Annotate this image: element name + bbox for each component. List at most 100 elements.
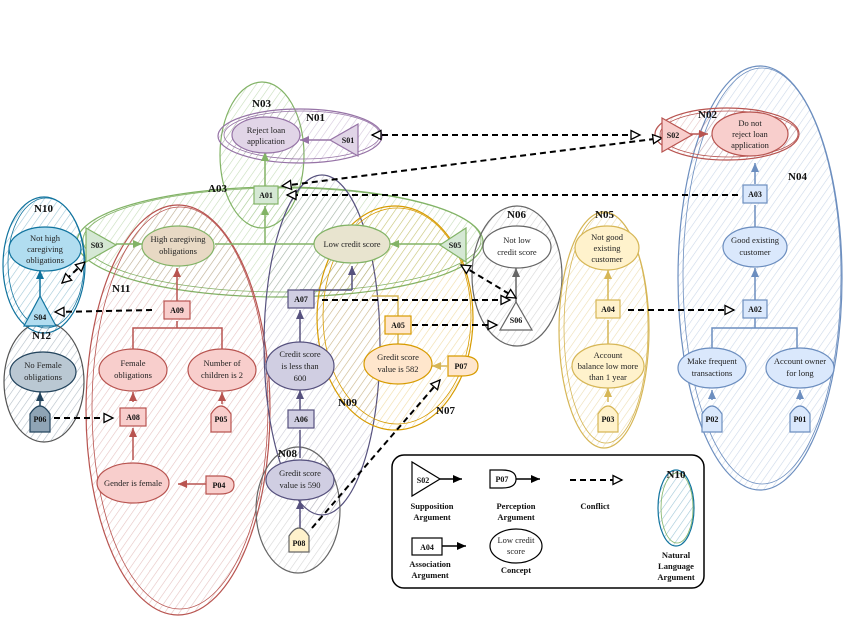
concept-credit-less-600: Credit score is less than 600 (265, 341, 335, 391)
svg-text:600: 600 (294, 373, 307, 383)
arg-a01: A01 (253, 185, 279, 205)
svg-text:S04: S04 (34, 313, 46, 322)
svg-text:Argument: Argument (413, 512, 450, 522)
legend-perception: P07 Perception Argument (489, 469, 540, 522)
svg-text:S05: S05 (449, 241, 461, 250)
svg-text:Credit score: Credit score (279, 349, 321, 359)
svg-text:Account owner: Account owner (774, 356, 826, 366)
label-n02: N02 (698, 109, 717, 121)
arg-s05: S05 (438, 226, 467, 264)
svg-text:P03: P03 (602, 415, 615, 424)
svg-text:Natural: Natural (662, 550, 691, 560)
svg-text:existing: existing (594, 243, 622, 253)
svg-text:Female: Female (120, 358, 145, 368)
legend-nl-argument: N10 Natural Language Argument (657, 469, 694, 582)
label-n09: N09 (338, 397, 357, 409)
svg-text:A09: A09 (170, 306, 184, 315)
legend-supposition: S02 Supposition Argument (411, 460, 462, 522)
svg-text:Gredit score: Gredit score (377, 352, 419, 362)
svg-text:Low credit: Low credit (497, 535, 535, 545)
svg-text:P06: P06 (34, 415, 47, 424)
svg-text:P01: P01 (794, 415, 807, 424)
concept-good-existing: Good existing customer (722, 226, 788, 268)
concept-not-low-credit: Not low credit score (482, 225, 552, 269)
concept-frequent-transactions: Make frequent transactions (677, 347, 747, 389)
region-n05-b (563, 212, 649, 444)
arg-p06: P06 (29, 405, 51, 433)
svg-text:A03: A03 (748, 190, 762, 199)
svg-text:A07: A07 (294, 295, 308, 304)
arg-s03: S03 (85, 226, 118, 264)
region-labels: N01 N02 N03 N04 N05 N06 N07 N08 N09 N10 … (32, 98, 807, 460)
concept-gender-female: Gender is female (96, 462, 170, 504)
svg-text:obligations: obligations (24, 372, 62, 382)
concept-account-owner: Account owner for long (765, 347, 835, 389)
region-n05 (558, 211, 650, 449)
svg-text:obligations: obligations (114, 370, 152, 380)
svg-text:Gender is female: Gender is female (104, 478, 162, 488)
concepts: Reject loan application Do not reject lo… (8, 111, 835, 504)
svg-text:P08: P08 (293, 539, 306, 548)
label-n11: N11 (112, 283, 130, 295)
arg-a07: A07 (287, 289, 315, 309)
svg-text:S01: S01 (342, 136, 354, 145)
svg-text:Gredit score: Gredit score (279, 468, 321, 478)
svg-text:S02: S02 (667, 131, 679, 140)
svg-text:caregiving: caregiving (27, 244, 64, 254)
label-n08: N08 (278, 448, 297, 460)
arg-a02: A02 (742, 299, 768, 319)
svg-text:A01: A01 (259, 191, 273, 200)
concept-do-not-reject: Do not reject loan application (711, 111, 789, 157)
arg-a05: A05 (384, 315, 412, 335)
svg-text:reject loan: reject loan (732, 129, 768, 139)
legend-conflict: Conflict (570, 474, 624, 511)
concept-credit-590: Gredit score value is 590 (265, 459, 335, 501)
svg-text:obligations: obligations (26, 255, 64, 265)
legend-concept: Low credit score Concept (489, 528, 543, 575)
svg-text:S06: S06 (510, 316, 522, 325)
svg-text:A04: A04 (601, 305, 615, 314)
concept-not-high-caregiving: Not high caregiving obligations (8, 226, 82, 272)
svg-text:Argument: Argument (411, 570, 448, 580)
svg-text:A02: A02 (748, 305, 762, 314)
svg-text:S03: S03 (91, 241, 103, 250)
svg-text:value is 590: value is 590 (279, 480, 320, 490)
label-n06: N06 (507, 209, 526, 221)
svg-text:application: application (247, 136, 286, 146)
svg-text:Association: Association (409, 559, 451, 569)
perception-arguments: P01 P02 P03 P04 P05 P06 P07 P08 (29, 355, 811, 553)
svg-text:Not low: Not low (503, 235, 531, 245)
svg-text:customer: customer (739, 247, 770, 257)
svg-text:P05: P05 (215, 415, 228, 424)
svg-text:P07: P07 (455, 362, 468, 371)
arg-a03: A03 (742, 184, 768, 204)
svg-text:Language: Language (658, 561, 694, 571)
concept-female-obligations: Female obligations (98, 348, 168, 392)
arg-p01: P01 (789, 405, 811, 433)
svg-text:value is 582: value is 582 (377, 364, 418, 374)
svg-text:N10: N10 (667, 469, 686, 481)
svg-text:High caregiving: High caregiving (151, 234, 207, 244)
arg-s01: S01 (328, 122, 359, 158)
svg-text:A04: A04 (420, 543, 434, 552)
svg-text:Low credit score: Low credit score (323, 239, 380, 249)
svg-text:Supposition: Supposition (411, 501, 454, 511)
concept-low-credit-score: Low credit score (313, 224, 391, 264)
label-n07: N07 (436, 405, 455, 417)
svg-text:obligations: obligations (159, 246, 197, 256)
label-a03-region: A03 (208, 183, 227, 195)
label-n04: N04 (788, 171, 807, 183)
arg-p07: P07 (447, 355, 479, 377)
svg-text:score: score (507, 546, 525, 556)
svg-text:Conflict: Conflict (580, 501, 609, 511)
svg-text:transactions: transactions (692, 368, 733, 378)
concept-no-female: No Female obligations (9, 351, 77, 393)
svg-text:Reject loan: Reject loan (247, 125, 286, 135)
concept-children-2: Number of children is 2 (187, 348, 257, 392)
svg-text:Not high: Not high (30, 233, 61, 243)
label-n03: N03 (252, 98, 271, 110)
concept-credit-582: Gredit score value is 582 (363, 343, 433, 385)
arg-s02: S02 (661, 116, 694, 154)
region-n04-b (682, 67, 842, 485)
